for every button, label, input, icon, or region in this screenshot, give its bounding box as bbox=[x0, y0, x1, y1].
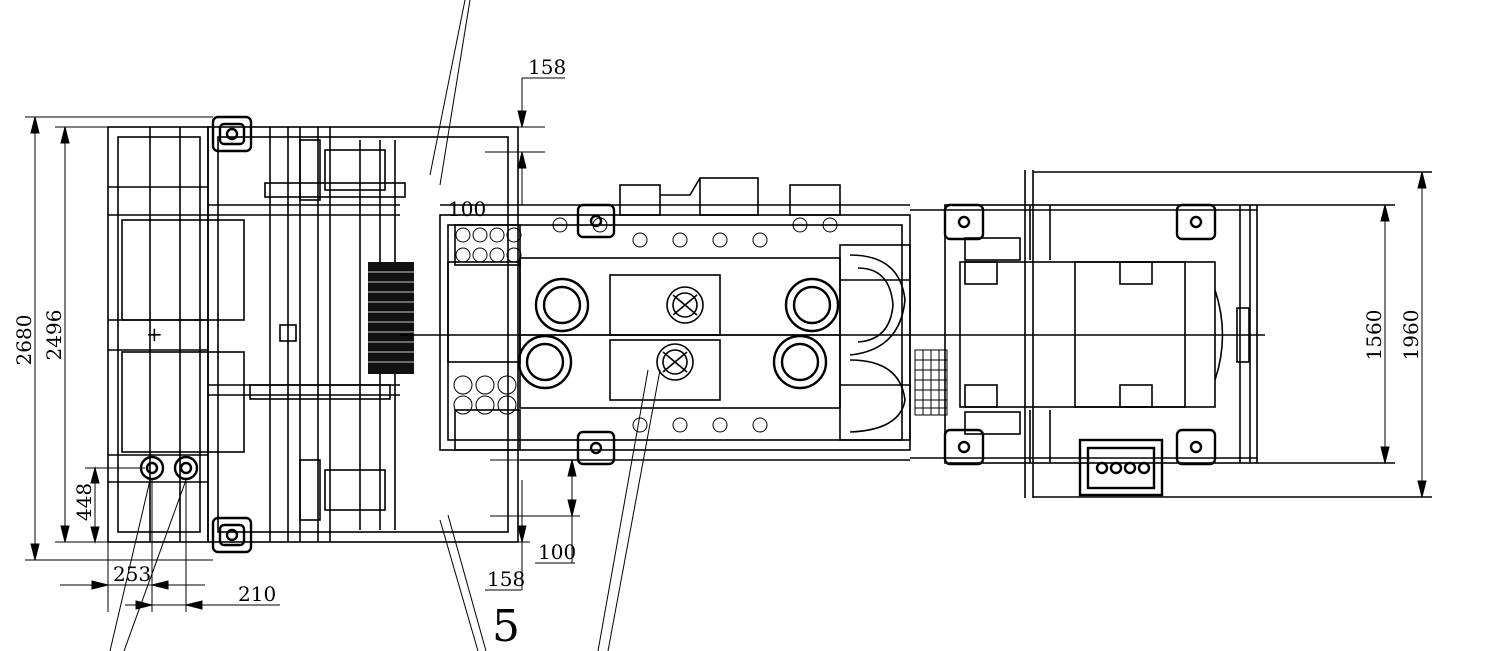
dimension-2496 bbox=[55, 126, 108, 543]
dimension-448 bbox=[85, 466, 145, 544]
dimension-1560-label: 1560 bbox=[1362, 310, 1386, 361]
lifting-lugs bbox=[211, 115, 253, 554]
dimension-2680 bbox=[25, 116, 213, 561]
left-frame bbox=[107, 126, 245, 543]
filter-grid bbox=[914, 349, 948, 416]
dimension-210-label: 210 bbox=[238, 582, 276, 606]
terminal-box bbox=[1078, 438, 1164, 497]
dimension-253-label: 253 bbox=[113, 562, 151, 586]
callout-5-label: 5 bbox=[492, 601, 520, 651]
pipe-ports bbox=[139, 455, 199, 481]
dimension-bottom-100-158 bbox=[485, 459, 580, 591]
engine-lugs bbox=[576, 203, 616, 466]
dimension-bottom-100-label: 100 bbox=[538, 540, 576, 564]
heat-exchanger-core bbox=[368, 262, 414, 374]
dimension-1960-label: 1960 bbox=[1399, 310, 1423, 361]
right-frame bbox=[910, 204, 1258, 464]
dimension-top-158 bbox=[485, 77, 565, 206]
turbochargers bbox=[517, 277, 840, 390]
dimension-bottom-158-label: 158 bbox=[487, 567, 525, 591]
dimension-2496-label: 2496 bbox=[42, 310, 66, 361]
skid-rails bbox=[400, 170, 1432, 498]
aftercooler-fans bbox=[656, 286, 704, 381]
cylinder-row-top bbox=[455, 217, 838, 263]
cylinder-row-bottom bbox=[453, 375, 768, 433]
center-plus-mark: + bbox=[146, 322, 163, 346]
leader-lines bbox=[109, 0, 661, 651]
dimension-1560 bbox=[1380, 204, 1390, 464]
right-lugs bbox=[943, 203, 1217, 466]
dimension-top-158-label: 158 bbox=[528, 55, 566, 79]
dimension-top-100-label: 100 bbox=[448, 197, 486, 221]
dimension-448-label: 448 bbox=[72, 483, 96, 521]
exhaust-manifold bbox=[839, 244, 911, 441]
dimension-1960 bbox=[1417, 171, 1427, 498]
dimension-2680-label: 2680 bbox=[12, 315, 36, 366]
